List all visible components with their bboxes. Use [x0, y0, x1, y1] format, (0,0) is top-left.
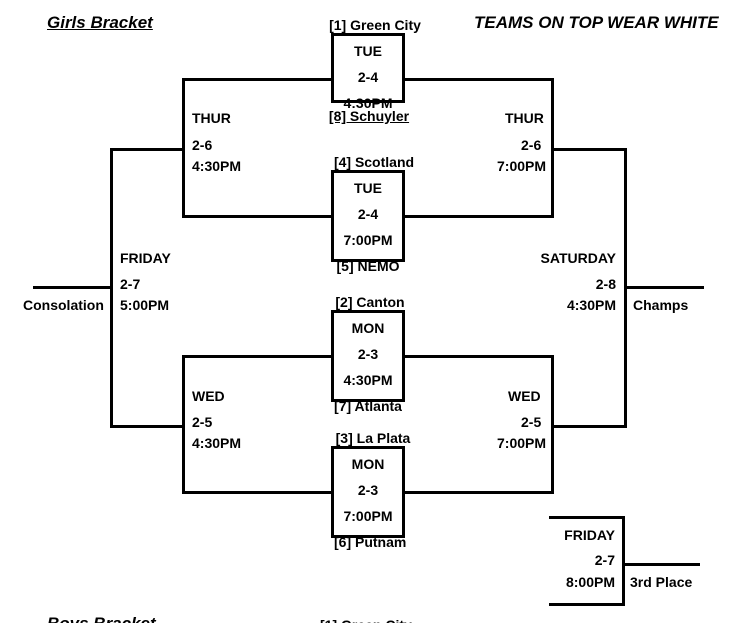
page-title: Girls Bracket — [47, 13, 153, 32]
championship-day: SATURDAY — [540, 250, 616, 266]
game-4-day: MON — [351, 456, 385, 472]
semi-lr-day: WED — [508, 388, 541, 404]
game-3-bottom-team: [7] Atlanta — [334, 398, 402, 414]
game-1-bottom-team: [8] Schuyler — [328, 108, 410, 124]
third-place-time: 8:00PM — [565, 574, 615, 590]
game-1-date: 2-4 — [357, 69, 379, 85]
game-4-box[interactable]: MON 2-3 7:00PM [6] Putnam — [331, 446, 406, 549]
game-3-top-team: [2] Canton — [335, 294, 405, 310]
semi-ll-time: 4:30PM — [192, 435, 242, 451]
semi-lr-time: 7:00PM — [497, 435, 547, 451]
consolation-date: 2-7 — [120, 276, 141, 292]
semi-ll-feed-top-line — [182, 355, 334, 358]
semi-ul-day: THUR — [192, 110, 231, 126]
championship-time: 4:30PM — [566, 297, 616, 313]
game-3-date: 2-3 — [357, 346, 379, 362]
white-jersey-note: TEAMS ON TOP WEAR WHITE — [474, 13, 719, 32]
semi-ur-feed-bottom-line — [402, 215, 554, 218]
third-place-feed-bottom-line — [549, 603, 625, 606]
third-place-result-line — [622, 563, 700, 566]
semi-ll-date: 2-5 — [192, 414, 213, 430]
third-place-feed-top-line — [549, 516, 625, 519]
game-2-box[interactable]: TUE 2-4 7:00PM [5] NEMO — [331, 170, 405, 273]
third-place-label: 3rd Place — [630, 574, 693, 590]
next-bracket-title: Boys Bracket — [47, 614, 156, 623]
semi-ul-feed-bottom-line — [182, 215, 334, 218]
semi-lr-feed-top-line — [402, 355, 554, 358]
game-1-day: TUE — [354, 43, 382, 59]
semi-ur-feed-top-line — [402, 78, 554, 81]
semi-ul-time: 4:30PM — [192, 158, 242, 174]
semi-lr-advance-line — [551, 425, 627, 428]
next-bracket-top-team: [1] Green City — [320, 617, 412, 623]
third-place-day: FRIDAY — [564, 527, 615, 543]
semi-ll-advance-line — [110, 425, 185, 428]
game-1-time: 4:30PM — [343, 95, 393, 111]
game-2-bottom-team: [5] NEMO — [336, 258, 400, 274]
game-1-box[interactable]: TUE 2-4 4:30PM — [331, 33, 405, 110]
game-4-top-team: [3] La Plata — [335, 430, 411, 446]
game-4-bottom-team: [6] Putnam — [334, 534, 407, 550]
game-4-time: 7:00PM — [343, 508, 393, 524]
game-1-top-team: [1] Green City — [329, 17, 421, 33]
semi-ll-spine — [182, 355, 185, 494]
championship-date: 2-8 — [595, 276, 616, 292]
consolation-label: Consolation — [23, 297, 104, 313]
game-3-time: 4:30PM — [343, 372, 393, 388]
semi-ll-day: WED — [192, 388, 225, 404]
semi-lr-feed-bottom-line — [402, 491, 554, 494]
semi-ll-feed-bottom-line — [182, 491, 334, 494]
semi-lr-date: 2-5 — [521, 414, 542, 430]
game-2-date: 2-4 — [357, 206, 379, 222]
game-3-box[interactable]: MON 2-3 4:30PM [7] Atlanta — [331, 310, 405, 413]
semi-ul-date: 2-6 — [192, 137, 213, 153]
game-2-time: 7:00PM — [343, 232, 393, 248]
semi-lr-spine — [551, 355, 554, 494]
championship-result-line — [624, 286, 704, 289]
third-place-spine — [622, 516, 625, 606]
semi-ur-advance-line — [551, 148, 627, 151]
game-2-day: TUE — [354, 180, 382, 196]
semi-ur-time: 7:00PM — [497, 158, 547, 174]
championship-label: Champs — [633, 297, 689, 313]
game-4-date: 2-3 — [357, 482, 379, 498]
semi-ur-day: THUR — [505, 110, 544, 126]
game-3-day: MON — [351, 320, 385, 336]
semi-ul-advance-line — [110, 148, 185, 151]
consolation-day: FRIDAY — [120, 250, 171, 266]
semi-ul-feed-top-line — [182, 78, 334, 81]
game-2-top-team: [4] Scotland — [333, 154, 415, 170]
consolation-time: 5:00PM — [120, 297, 170, 313]
consolation-result-line — [33, 286, 113, 289]
third-place-date: 2-7 — [594, 552, 615, 568]
semi-ur-date: 2-6 — [521, 137, 542, 153]
